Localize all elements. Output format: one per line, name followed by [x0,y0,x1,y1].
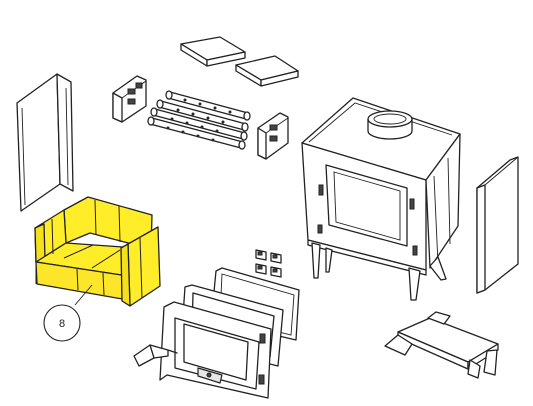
baffle-board-left[interactable] [180,36,246,67]
door-clips[interactable] [255,249,282,278]
stove-body[interactable] [301,97,461,301]
stove-legs [311,242,447,301]
callout-8: 8 [43,284,93,342]
baffle-board-right[interactable] [235,55,299,87]
air-tube-4 [147,116,246,150]
left-side-panel[interactable] [16,73,74,212]
tube-bracket-right[interactable] [257,112,289,160]
tube-bracket-left[interactable] [112,75,147,123]
air-tube-3 [150,107,248,141]
flue-collar [367,110,413,140]
air-tube-2 [156,99,249,132]
stove-door[interactable] [159,301,272,399]
callout-circle [43,304,81,342]
callout-number: 8 [59,318,65,330]
secondary-air-tubes[interactable] [147,90,251,150]
right-side-panel[interactable] [476,156,519,294]
grate-tray[interactable] [384,311,499,379]
door-handle[interactable] [133,344,178,367]
firebrick-liner[interactable] [34,196,161,307]
air-tube-1 [165,90,251,121]
